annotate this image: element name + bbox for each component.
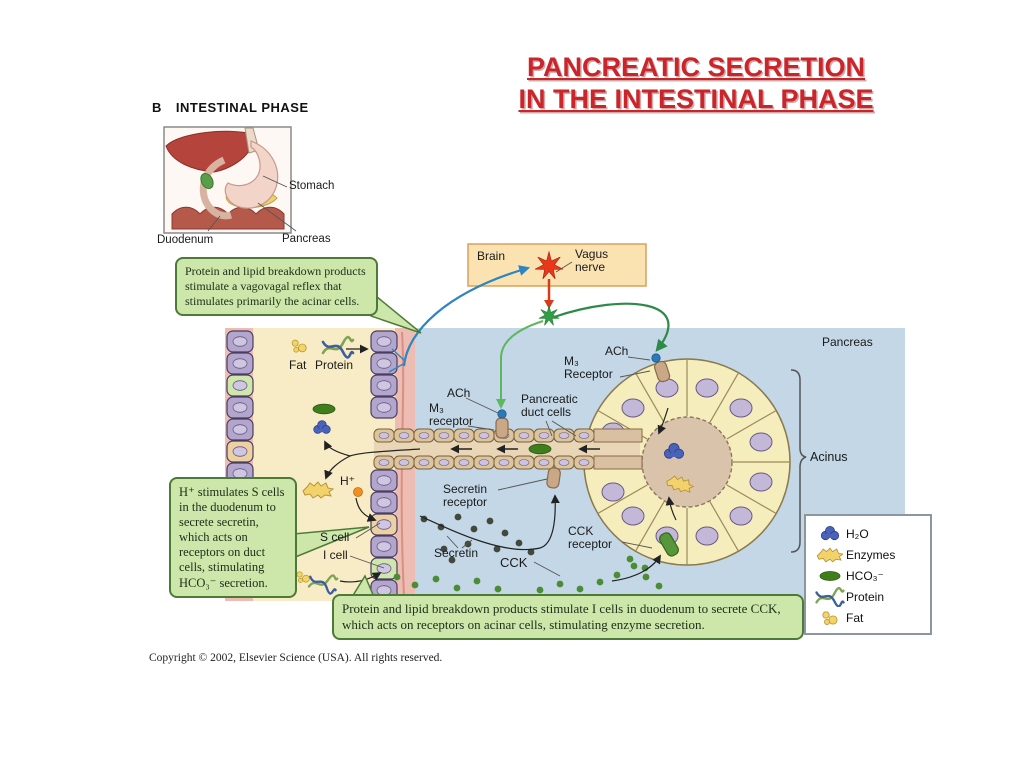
label-s-cell: S cell xyxy=(320,530,350,544)
panel-title: INTESTINAL PHASE xyxy=(175,100,309,115)
slide-title-line2: IN THE INTESTINAL PHASE xyxy=(518,83,874,114)
legend-box: H₂O Enzymes HCO₃⁻ Protein Fat xyxy=(804,514,932,635)
label-h-plus: H⁺ xyxy=(340,474,355,488)
vagal-arrowhead xyxy=(544,300,554,309)
label-lines xyxy=(349,356,653,577)
label-cck-receptor: CCK receptor xyxy=(568,524,613,552)
legend-label-fat: Fat xyxy=(846,610,864,625)
inset-anatomy xyxy=(163,126,297,234)
bicarbonate-icon xyxy=(819,570,841,581)
enzymes-icon xyxy=(816,547,844,562)
label-ach-left: ACh xyxy=(447,386,471,400)
legend-label-water: H₂O xyxy=(846,526,869,541)
secretin-receptor-shape xyxy=(545,466,562,490)
secretin-molecules xyxy=(420,513,535,564)
legend-label-enzymes: Enzymes xyxy=(846,547,896,562)
secretin-path-arrow xyxy=(419,494,560,551)
afferent-nerve-blue xyxy=(388,265,531,373)
bicarbonate-icon xyxy=(312,403,336,415)
label-fat: Fat xyxy=(289,358,307,372)
legend-label-bicarbonate: HCO₃⁻ xyxy=(846,568,884,583)
label-secretin: Secretin xyxy=(434,546,479,560)
legend-item-enzymes: Enzymes xyxy=(814,544,924,565)
label-pancreatic-duct-cells: Pancreatic duct cells xyxy=(521,392,578,420)
acinus-structure xyxy=(583,358,791,566)
pancreatic-duct xyxy=(324,428,643,480)
ach-molecule-left xyxy=(497,409,507,419)
inset-duodenum xyxy=(199,156,233,220)
slide-title: PANCREATIC SECRETION IN THE INTESTINAL P… xyxy=(498,52,894,116)
callout-tail-vagovagal xyxy=(370,290,422,334)
s-cell-shape xyxy=(370,513,398,536)
m3-receptor-duct xyxy=(495,417,509,439)
bicarbonate-icon xyxy=(528,443,552,455)
legend-item-bicarbonate: HCO₃⁻ xyxy=(814,565,924,586)
callout-cck: Protein and lipid breakdown products sti… xyxy=(332,594,804,640)
panel-header: B INTESTINAL PHASE xyxy=(152,100,309,115)
legend-item-water: H₂O xyxy=(814,523,924,544)
legend-label-protein: Protein xyxy=(846,589,885,604)
h-plus-ion xyxy=(353,487,363,497)
label-ach-right: ACh xyxy=(605,344,629,358)
efferent-nerve-to-acinus xyxy=(553,302,670,352)
ach-molecule-right xyxy=(651,353,661,363)
label-secretin-receptor: Secretin receptor xyxy=(443,482,488,510)
label-pancreas-region: Pancreas xyxy=(822,335,873,349)
callout-secretin: H⁺ stimulates S cells in the duodenum to… xyxy=(169,477,297,598)
label-brain: Brain xyxy=(477,249,506,263)
slide-title-line1: PANCREATIC SECRETION xyxy=(526,52,865,82)
acinus-bracket xyxy=(790,369,807,553)
label-vagus-nerve: Vagus nerve xyxy=(575,247,609,275)
label-i-cell: I cell xyxy=(323,548,348,562)
inset-liver xyxy=(165,130,254,173)
acinus-lumen xyxy=(641,416,733,508)
label-protein: Protein xyxy=(315,358,354,372)
inset-stomach xyxy=(224,140,279,209)
inset-gallbladder xyxy=(200,172,214,190)
copyright-text: Copyright © 2002, Elsevier Science (USA)… xyxy=(149,652,443,664)
cck-path-arrow xyxy=(611,554,661,582)
inset-label-stomach: Stomach xyxy=(289,180,335,192)
inset-label-duodenum: Duodenum xyxy=(157,234,214,246)
legend-item-fat: Fat xyxy=(814,607,924,628)
fat-icon xyxy=(822,610,838,625)
duct-cells-bottom xyxy=(373,455,595,470)
duct-cells-top xyxy=(373,428,595,443)
cck-molecules xyxy=(393,555,663,594)
protein-icon xyxy=(815,586,845,607)
label-acinus: Acinus xyxy=(810,450,848,464)
water-icon xyxy=(820,525,840,540)
label-cck: CCK xyxy=(500,555,528,570)
label-m3-receptor-left: M₃ receptor xyxy=(429,401,474,429)
label-m3-receptor-right: M₃ Receptor xyxy=(564,354,613,382)
legend-item-protein: Protein xyxy=(814,586,924,607)
panel-letter: B xyxy=(152,100,162,115)
callout-vagovagal: Protein and lipid breakdown products sti… xyxy=(175,257,378,316)
inset-label-pancreas: Pancreas xyxy=(282,233,331,245)
efferent-nerve-to-duct xyxy=(496,320,544,409)
